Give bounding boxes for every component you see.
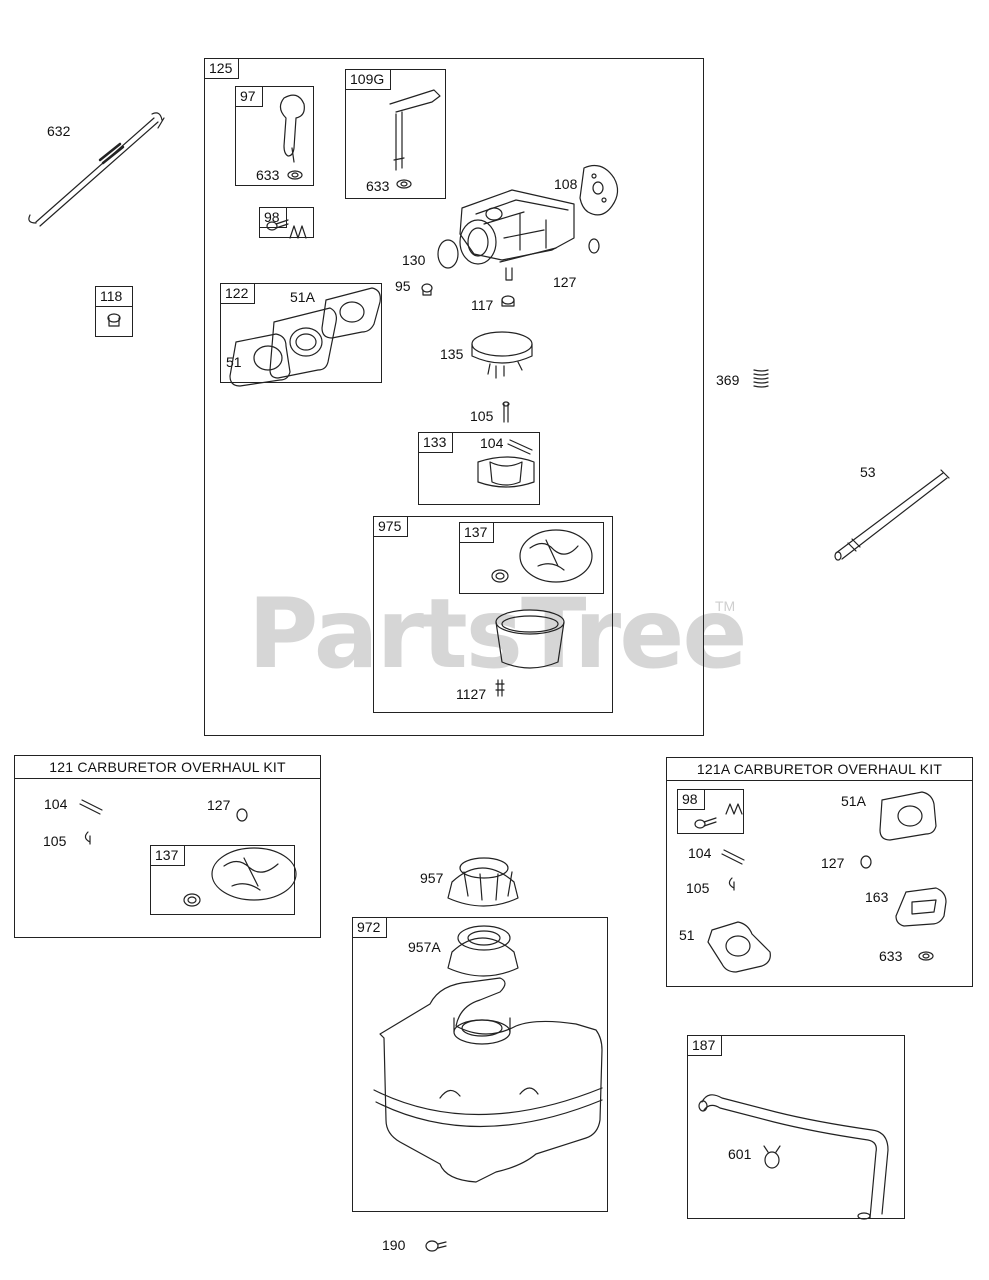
group-122-box: 122 (220, 283, 382, 383)
fuel-cap-957-drawing (448, 858, 518, 906)
diaphragm-137-drawing (492, 530, 592, 582)
kit-121-label-105: 105 (43, 833, 67, 849)
kit-121-pin-104-drawing (80, 800, 102, 814)
shaft-53-drawing (835, 470, 949, 560)
group-137-tag: 137 (460, 523, 495, 543)
kit-121a-screw-spring-98-drawing (695, 804, 742, 828)
label-957a: 957A (408, 939, 441, 955)
gaskets-122-drawing (230, 288, 380, 386)
label-957: 957 (420, 870, 444, 886)
kit-121a-pin-104-drawing (722, 850, 744, 864)
clamp-601-drawing (764, 1146, 780, 1168)
screw-spring-98-drawing (267, 220, 306, 238)
pin-105-drawing (503, 402, 509, 422)
choke-lever-97-drawing (280, 95, 304, 179)
group-187-box: 187 (687, 1035, 905, 1219)
screw-95-drawing (422, 284, 432, 295)
governor-link-632-drawing (29, 113, 164, 226)
kit-121a-seal-127-drawing (861, 856, 871, 868)
group-972-tag: 972 (353, 918, 388, 938)
label-127: 127 (553, 274, 577, 290)
kit-121a-label-163: 163 (865, 889, 889, 905)
throttle-shaft-109g-drawing (390, 90, 440, 188)
label-135: 135 (440, 346, 464, 362)
kit-121-box: 121 CARBURETOR OVERHAUL KIT (14, 755, 321, 938)
label-53: 53 (860, 464, 876, 480)
kit-121-label-127: 127 (207, 797, 231, 813)
kit-121-diaphragm-137-drawing (184, 848, 296, 906)
kit-121a-label-104: 104 (688, 845, 712, 861)
kit-121a-group-98-box: 98 (677, 789, 744, 834)
kit-121-clip-105-drawing (85, 832, 90, 844)
label-190: 190 (382, 1237, 406, 1253)
kit-121-title: 121 CARBURETOR OVERHAUL KIT (15, 756, 320, 779)
kit-121a-title: 121A CARBURETOR OVERHAUL KIT (667, 758, 972, 781)
label-105: 105 (470, 408, 494, 424)
label-51: 51 (226, 354, 242, 370)
kit-121a-gasket-51a-drawing (880, 792, 936, 840)
kit-121a-gasket-163-drawing (896, 888, 946, 926)
group-187-label-601: 601 (728, 1146, 752, 1162)
label-1127: 1127 (456, 686, 487, 702)
kit-121a-seal-633-drawing (919, 952, 933, 960)
kit-121a-gasket-51-drawing (708, 922, 770, 972)
group-97-tag: 97 (236, 87, 263, 107)
label-104: 104 (480, 435, 504, 451)
float-133-drawing (478, 457, 534, 487)
fuel-tank-drawing (374, 978, 602, 1182)
label-633-b: 633 (366, 178, 390, 194)
trademark-mark: TM (715, 598, 736, 614)
group-975-box: 975 (373, 516, 613, 713)
group-187-tag: 187 (688, 1036, 723, 1056)
spring-369-drawing (754, 370, 768, 387)
group-975-tag: 975 (374, 517, 409, 537)
group-118-tag: 118 (96, 287, 132, 307)
label-633-a: 633 (256, 167, 280, 183)
kit-121a-clip-105-drawing (729, 878, 734, 890)
screw-1127-drawing (496, 680, 504, 696)
carburetor-body-drawing (438, 190, 574, 280)
kit-121a-box: 121A CARBURETOR OVERHAUL KIT (666, 757, 973, 987)
group-122-tag: 122 (221, 284, 256, 304)
gasket-108-drawing (580, 166, 618, 215)
group-109g-box: 109G (345, 69, 446, 199)
label-632: 632 (47, 123, 71, 139)
screw-118-drawing (108, 314, 120, 326)
kit-121-label-104: 104 (44, 796, 68, 812)
kit-121a-label-105: 105 (686, 880, 710, 896)
kit-121-group-137-tag: 137 (151, 846, 186, 866)
fuel-bowl-drawing (496, 610, 564, 668)
group-109g-tag: 109G (346, 70, 392, 90)
kit-121-seal-127-drawing (237, 809, 247, 821)
float-135-drawing (472, 332, 532, 378)
label-51a: 51A (290, 289, 315, 305)
label-95: 95 (395, 278, 411, 294)
group-972-box: 972 (352, 917, 608, 1212)
group-125-tag: 125 (205, 59, 240, 79)
fuel-cap-957a-drawing (448, 926, 518, 976)
kit-121a-label-51a: 51A (841, 793, 866, 809)
label-108: 108 (554, 176, 578, 192)
kit-121a-label-127: 127 (821, 855, 845, 871)
pin-104-drawing (508, 440, 532, 454)
group-125-box: 125 (204, 58, 704, 736)
fuel-line-187-drawing (699, 1095, 888, 1219)
group-133-box: 133 (418, 432, 540, 505)
label-369: 369 (716, 372, 740, 388)
fitting-117-drawing (502, 296, 514, 306)
group-97-box: 97 (235, 86, 314, 186)
kit-121-group-137-box: 137 (150, 845, 295, 915)
kit-121a-group-98-tag: 98 (678, 790, 705, 810)
label-130: 130 (402, 252, 426, 268)
kit-121a-label-51: 51 (679, 927, 695, 943)
seal-127-drawing (589, 239, 599, 253)
screw-190-drawing (426, 1241, 446, 1251)
group-137-box: 137 (459, 522, 604, 594)
label-117: 117 (471, 297, 494, 313)
group-118-box: 118 (95, 286, 133, 337)
kit-121a-label-633: 633 (879, 948, 903, 964)
group-133-tag: 133 (419, 433, 454, 453)
